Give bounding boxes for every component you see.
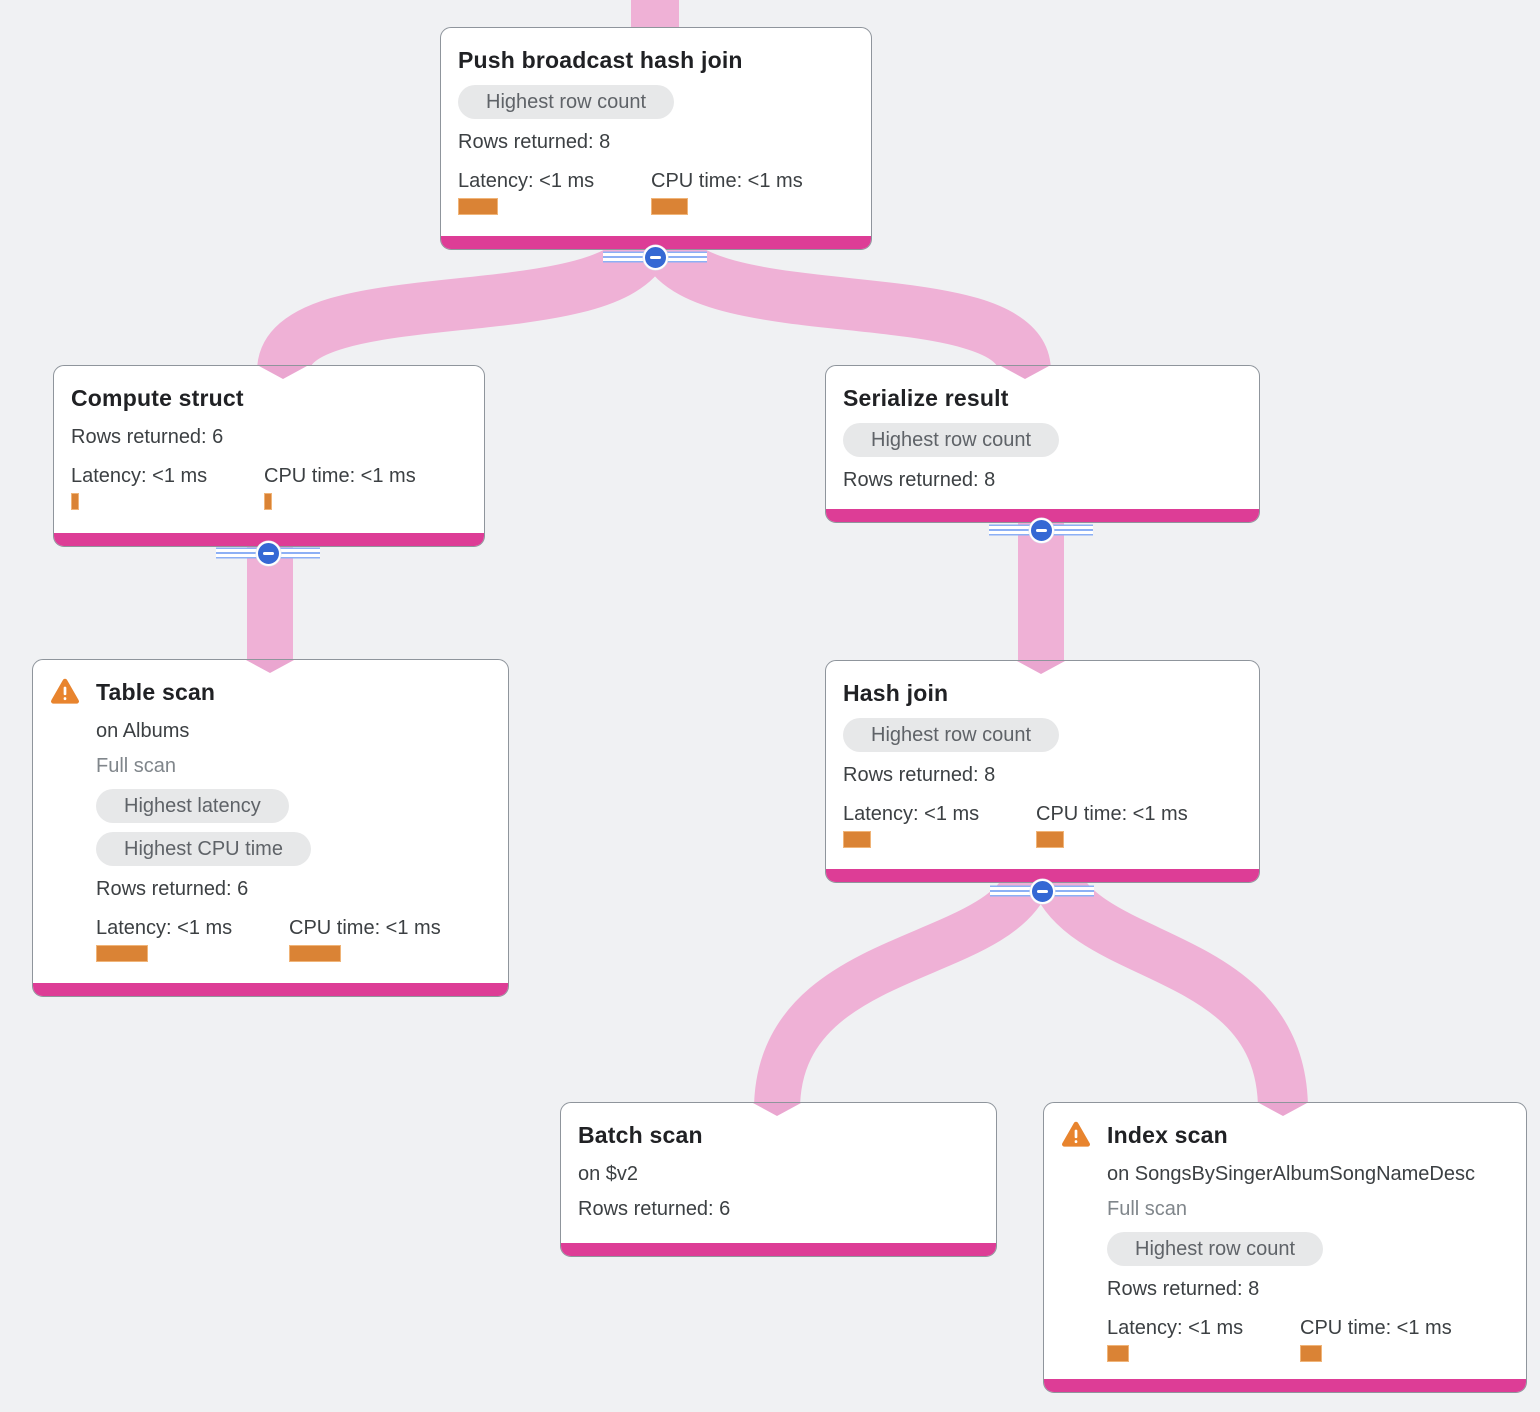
highest-row-count-badge: Highest row count	[843, 717, 1060, 752]
plan-node-batch-scan[interactable]: Batch scan on $v2 Rows returned: 6	[560, 1102, 997, 1257]
scan-type-label: Full scan	[1107, 1197, 1188, 1220]
plan-node-compute-struct[interactable]: Compute struct Rows returned: 6 Latency:…	[53, 365, 485, 547]
node-title: Hash join	[843, 680, 949, 706]
plan-node-hash-join[interactable]: Hash join Highest row count Rows returne…	[825, 660, 1260, 883]
highest-row-count-badge: Highest row count	[843, 422, 1060, 457]
node-footer-bar	[826, 869, 1259, 882]
ribbon-tip	[1001, 366, 1049, 379]
cpu-time-bar	[1300, 1344, 1322, 1362]
collapse-button-compute[interactable]	[216, 540, 320, 566]
link-push-to-compute	[257, 232, 667, 376]
plan-node-table-scan[interactable]: Table scan on Albums Full scan Highest l…	[32, 659, 509, 997]
latency-label: Latency: <1 ms	[96, 916, 233, 939]
highest-row-count-badge: Highest row count	[458, 84, 675, 119]
ribbon-tip	[1017, 661, 1065, 674]
latency-label: Latency: <1 ms	[458, 169, 595, 192]
scan-target-label: on Albums	[96, 719, 190, 742]
rows-returned-label: Rows returned: 6	[96, 877, 249, 900]
cpu-time-label: CPU time: <1 ms	[289, 916, 441, 939]
highest-cpu-time-badge: Highest CPU time	[96, 831, 311, 866]
warning-icon	[50, 675, 96, 962]
highest-latency-badge: Highest latency	[96, 788, 289, 823]
cpu-time-label: CPU time: <1 ms	[651, 169, 803, 192]
minus-icon	[642, 244, 668, 270]
link-hash-to-batch	[754, 869, 1050, 1111]
warning-icon	[1061, 1118, 1107, 1362]
link-hash-to-index	[1032, 868, 1308, 1111]
scan-target-label: on SongsBySingerAlbumSongNameDesc	[1107, 1162, 1475, 1185]
cpu-time-bar	[1036, 830, 1064, 848]
collapse-button-serialize[interactable]	[989, 517, 1093, 543]
rows-returned-label: Rows returned: 8	[1107, 1277, 1260, 1300]
rows-returned-label: Rows returned: 8	[843, 763, 996, 786]
plan-node-push-broadcast-hash-join[interactable]: Push broadcast hash join Highest row cou…	[440, 27, 872, 250]
rows-returned-label: Rows returned: 6	[578, 1197, 731, 1220]
node-title: Push broadcast hash join	[458, 47, 743, 73]
minus-icon	[1029, 878, 1055, 904]
collapse-button-hash[interactable]	[990, 878, 1094, 904]
ribbon-tip	[246, 660, 294, 673]
latency-label: Latency: <1 ms	[1107, 1316, 1244, 1339]
cpu-time-label: CPU time: <1 ms	[1036, 802, 1188, 825]
ribbon-tip	[753, 1103, 801, 1116]
ribbon-tip	[259, 366, 307, 379]
node-footer-bar	[1044, 1379, 1526, 1392]
link-push-to-serialize	[643, 232, 1051, 376]
scan-type-label: Full scan	[96, 754, 177, 777]
latency-bar	[96, 944, 148, 962]
cpu-time-bar	[264, 492, 272, 510]
minus-icon	[255, 540, 281, 566]
plan-node-serialize-result[interactable]: Serialize result Highest row count Rows …	[825, 365, 1260, 523]
scan-target-label: on $v2	[578, 1162, 639, 1185]
minus-icon	[1028, 517, 1054, 543]
node-title: Table scan	[96, 679, 216, 705]
latency-label: Latency: <1 ms	[71, 464, 208, 487]
node-footer-bar	[561, 1243, 996, 1256]
node-title: Compute struct	[71, 385, 244, 411]
rows-returned-label: Rows returned: 6	[71, 425, 224, 448]
latency-bar	[458, 197, 498, 215]
collapse-button-push[interactable]	[603, 244, 707, 270]
plan-node-index-scan[interactable]: Index scan on SongsBySingerAlbumSongName…	[1043, 1102, 1527, 1393]
cpu-time-label: CPU time: <1 ms	[1300, 1316, 1452, 1339]
rows-returned-label: Rows returned: 8	[843, 468, 996, 491]
latency-bar	[1107, 1344, 1129, 1362]
node-footer-bar	[33, 983, 508, 996]
cpu-time-bar	[651, 197, 688, 215]
node-footer-bar	[826, 509, 1259, 522]
node-footer-bar	[54, 533, 484, 546]
cpu-time-bar	[289, 944, 341, 962]
latency-bar	[843, 830, 871, 848]
cpu-time-label: CPU time: <1 ms	[264, 464, 416, 487]
latency-label: Latency: <1 ms	[843, 802, 980, 825]
node-title: Batch scan	[578, 1122, 703, 1148]
latency-bar	[71, 492, 79, 510]
node-title: Index scan	[1107, 1122, 1228, 1148]
rows-returned-label: Rows returned: 8	[458, 130, 611, 153]
node-title: Serialize result	[843, 385, 1009, 411]
node-footer-bar	[441, 236, 871, 249]
ribbon-tip	[1259, 1103, 1307, 1116]
highest-row-count-badge: Highest row count	[1107, 1231, 1324, 1266]
